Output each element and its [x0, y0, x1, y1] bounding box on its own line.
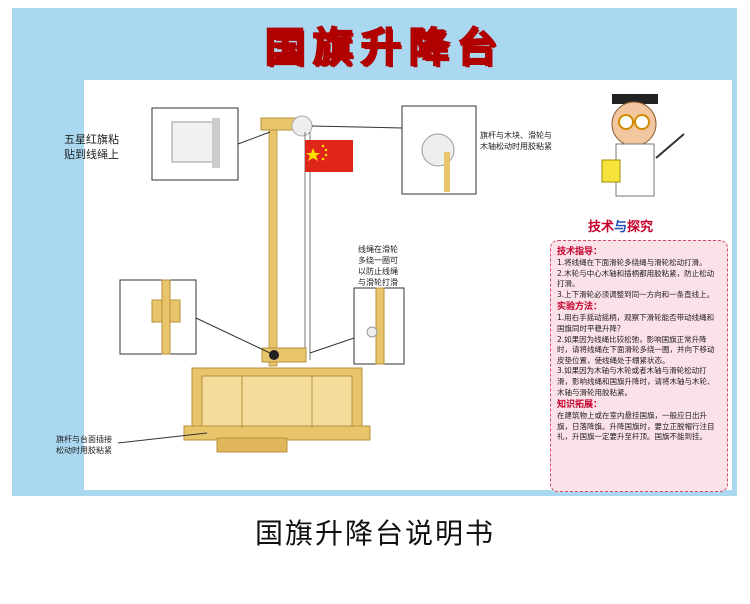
- title-char: 国: [264, 24, 307, 72]
- pole-note-line: 木轴松动时用胶粘紧: [480, 142, 552, 151]
- tech-explore-part: 技术: [588, 220, 615, 235]
- rope-note: 线绳在滑轮 多绕一圈可 以防止线绳 与滑轮打滑: [358, 244, 398, 288]
- title-char: 台: [456, 24, 499, 72]
- flag-stand-illustration: [117, 94, 685, 453]
- tech-explore-part: 探究: [627, 220, 654, 235]
- instruction-text: 2.木轮与中心木轴和插柄都用胶粘紧，防止松动打滑。: [557, 268, 715, 289]
- china-flag: [305, 140, 353, 172]
- base-note-line: 松动时用胶粘紧: [56, 446, 112, 455]
- base-note: 旗杆与台面插接 松动时用胶粘紧: [56, 434, 112, 456]
- title-char: 升: [360, 24, 403, 72]
- flag-note: 五星红旗粘 贴到线绳上: [64, 132, 119, 162]
- base-note-line: 旗杆与台面插接: [56, 435, 112, 444]
- rope-note-line: 与滑轮打滑: [358, 278, 398, 287]
- rope-note-line: 线绳在滑轮: [358, 245, 398, 254]
- section-heading: 实验方法：: [557, 302, 603, 313]
- rope-note-line: 以防止线绳: [358, 267, 398, 276]
- tech-explore-heading: 技术与探究: [588, 216, 653, 235]
- manual-sheet: 国 旗 升 降 台: [12, 8, 737, 496]
- instruction-text: 2.如果因为线绳比较松弛，影响国旗正常升降时，请将线绳在下面滑轮多绕一圈，并向下…: [557, 334, 715, 365]
- instruction-box: 技术指导： 1.将线绳在下面滑轮多绕绳与滑轮松动打滑。 2.木轮与中心木轴和插柄…: [550, 240, 728, 492]
- professor-figure: [601, 94, 685, 197]
- rope-note-line: 多绕一圈可: [358, 256, 398, 265]
- instruction-text: 在建筑物上或在室内悬挂国旗，一般应日出升旗，日落降旗。升降国旗时，要立正脱帽行注…: [557, 411, 715, 442]
- flag-note-line: 贴到线绳上: [64, 148, 119, 161]
- pole-note: 旗杆与木块、滑轮与 木轴松动时用胶粘紧: [480, 130, 552, 152]
- title-char: 旗: [312, 24, 355, 72]
- tech-explore-part: 与: [614, 220, 628, 235]
- instruction-text: 3.上下滑轮必须调整到同一方向和一条直线上。: [557, 289, 715, 299]
- section-heading: 技术指导：: [557, 247, 603, 257]
- page-caption: 国旗升降台说明书: [254, 517, 495, 550]
- instruction-text: 1.将线绳在下面滑轮多绕绳与滑轮松动打滑。: [557, 258, 707, 267]
- instruction-text: 3.如果因为木轴与木轮或者木轴与滑轮松动打滑，影响线绳和国旗升降时，请将木轴与木…: [557, 366, 715, 397]
- title-char: 降: [408, 24, 451, 72]
- section-heading: 知识拓展：: [557, 400, 603, 411]
- flag-note-line: 五星红旗粘: [64, 133, 119, 146]
- pole-note-line: 旗杆与木块、滑轮与: [480, 131, 552, 140]
- instruction-text: 1.用右手摇动摇柄，观察下滑轮能否带动线绳和国旗同时平稳升降？: [557, 313, 715, 333]
- sheet-title: 国 旗 升 降 台: [212, 12, 552, 76]
